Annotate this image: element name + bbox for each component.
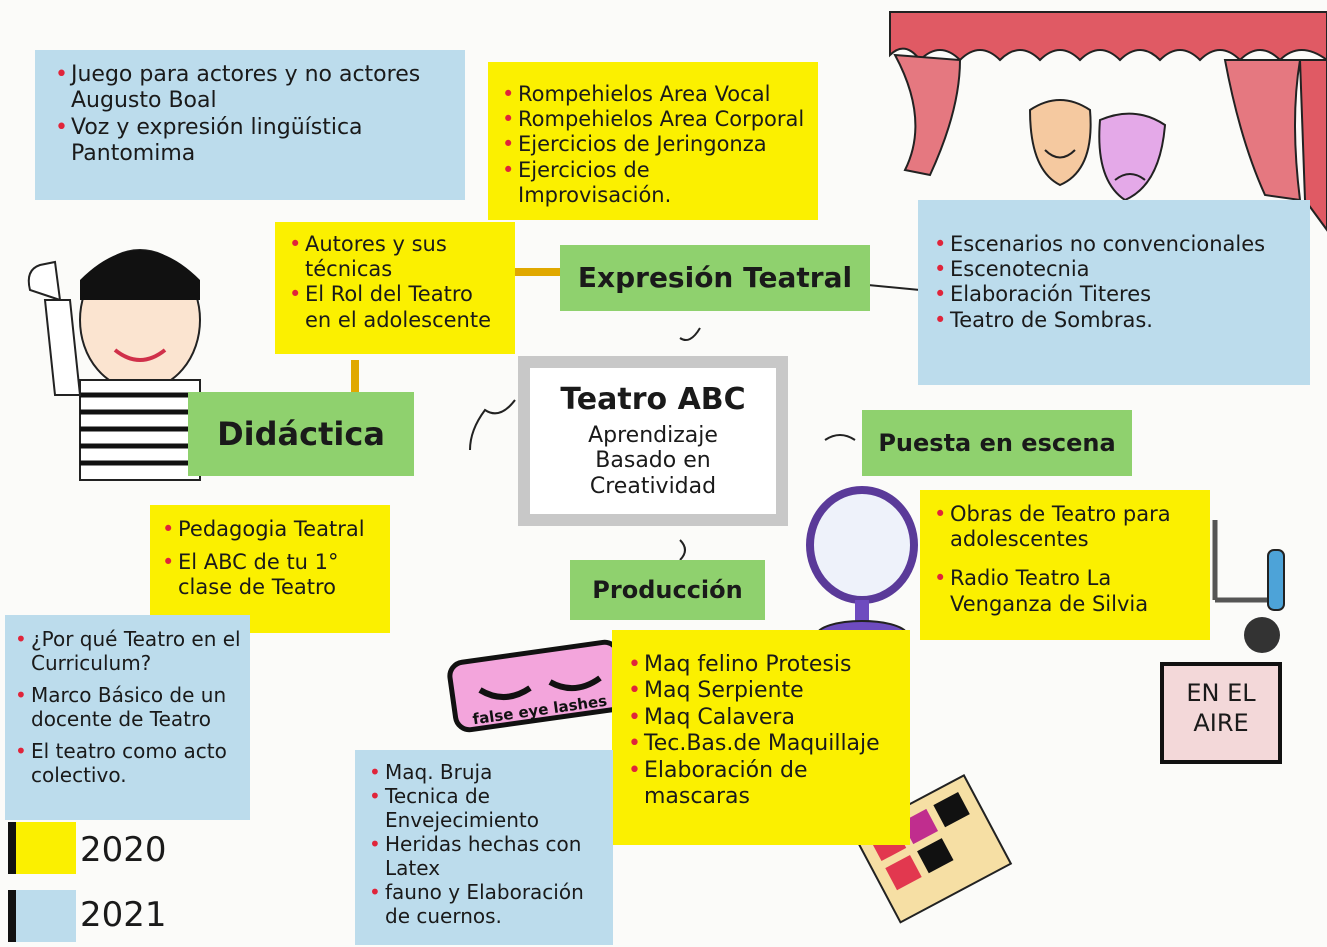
list-item: Heridas hechas con Latex (367, 832, 601, 880)
list-item: ¿Por qué Teatro en el Curriculum? (13, 627, 242, 675)
center-node: Teatro ABC Aprendizaje Basado en Creativ… (518, 356, 788, 526)
box-maquillaje: Maq felino Protesis Maq Serpiente Maq Ca… (612, 630, 910, 845)
list-item: Maq. Bruja (367, 760, 601, 784)
legend-swatch-2020 (8, 822, 76, 874)
node-expresion-teatral: Expresión Teatral (560, 245, 870, 311)
list-item: Marco Básico de un docente de Teatro (13, 683, 242, 731)
theater-masks-icon (1028, 99, 1167, 202)
mime-illustration (27, 249, 201, 481)
box-rompehielos: Rompehielos Area Vocal Rompehielos Area … (488, 62, 818, 220)
box-pedagogia: Pedagogia Teatral El ABC de tu 1° clase … (150, 505, 390, 633)
mirror-icon (806, 486, 918, 650)
node-label: Didáctica (217, 415, 385, 453)
node-label: Puesta en escena (878, 429, 1116, 457)
box-curriculum: ¿Por qué Teatro en el Curriculum? Marco … (5, 615, 250, 820)
radio-sign-line: AIRE (1193, 709, 1249, 737)
list-item: Teatro de Sombras. (932, 308, 1296, 333)
list-item: Escenotecnia (932, 257, 1296, 282)
box-escenarios: Escenarios no convencionales Escenotecni… (918, 200, 1310, 385)
list-item: El ABC de tu 1° clase de Teatro (160, 550, 380, 600)
box-bruja: Maq. Bruja Tecnica de Envejecimiento Her… (355, 750, 613, 945)
box-autores: Autores y sus técnicas El Rol del Teatro… (275, 222, 515, 354)
list-item: El teatro como acto colectivo. (13, 739, 242, 787)
list-item: Obras de Teatro para adolescentes (932, 502, 1198, 552)
list-item: Maq Serpiente (626, 678, 896, 705)
list-item: Elaboración de mascaras (626, 758, 896, 811)
list-item: Ejercicios de Jeringonza (500, 132, 806, 157)
list-item: Tec.Bas.de Maquillaje (626, 731, 896, 758)
list-item: Tecnica de Envejecimiento (367, 784, 601, 832)
list-item: El Rol del Teatro en el adolescente (287, 282, 503, 332)
node-didactica: Didáctica (188, 392, 414, 476)
list-item: Radio Teatro La Venganza de Silvia (932, 566, 1198, 616)
list-item: Juego para actores y no actores Augusto … (53, 62, 447, 115)
legend-swatch-2021 (8, 890, 76, 942)
box-juego-voz: Juego para actores y no actores Augusto … (35, 50, 465, 200)
node-puesta-en-escena: Puesta en escena (862, 410, 1132, 476)
node-label: Producción (592, 576, 743, 604)
legend-label-2020: 2020 (80, 830, 167, 870)
list-item: Voz y expresión lingüística Pantomima (53, 115, 447, 168)
list-item: Maq felino Protesis (626, 652, 896, 679)
center-title: Teatro ABC (560, 382, 746, 417)
list-item: Rompehielos Area Corporal (500, 107, 806, 132)
makeup-palette-icon (852, 773, 1013, 924)
center-subtitle-line: Basado en (595, 448, 711, 474)
node-label: Expresión Teatral (577, 261, 853, 294)
list-item: Maq Calavera (626, 705, 896, 732)
microphone-icon (1212, 520, 1285, 653)
legend-label-2021: 2021 (80, 895, 167, 935)
box-obras: Obras de Teatro para adolescentes Radio … (920, 490, 1210, 640)
center-subtitle-line: Creatividad (589, 473, 717, 499)
swirl-connectors (469, 284, 921, 561)
list-item: Pedagogia Teatral (160, 517, 380, 542)
radio-sign-line: EN EL (1186, 679, 1256, 707)
center-subtitle-line: Aprendizaje (588, 423, 718, 448)
list-item: Ejercicios de Improvisación. (500, 158, 806, 208)
list-item: fauno y Elaboración de cuernos. (367, 880, 601, 928)
list-item: Escenarios no convencionales (932, 232, 1296, 257)
node-produccion: Producción (570, 560, 765, 620)
theater-curtain-icon (889, 11, 1327, 232)
list-item: Elaboración Titeres (932, 282, 1296, 307)
list-item: Rompehielos Area Vocal (500, 82, 806, 107)
radio-sign: EN EL AIRE (1160, 662, 1282, 764)
list-item: Autores y sus técnicas (287, 232, 503, 282)
